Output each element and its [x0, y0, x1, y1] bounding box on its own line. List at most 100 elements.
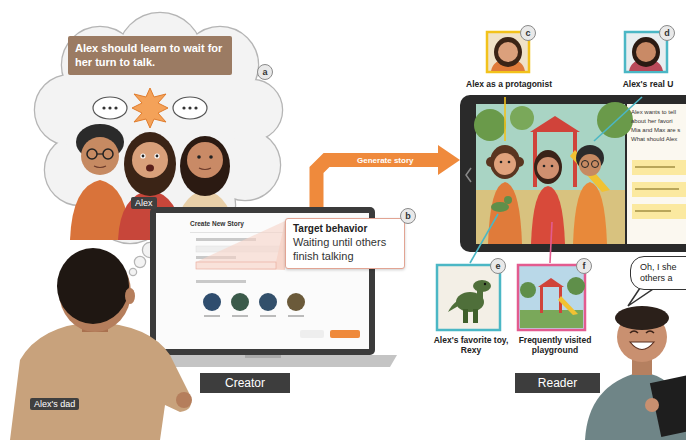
portrait-toy: [437, 265, 500, 330]
tablet: [635, 166, 675, 168]
talking-bubbles: [93, 97, 127, 119]
node-text: What should Alex: [631, 135, 680, 144]
story-picture: [582, 161, 589, 168]
story-picture: [500, 161, 503, 164]
callout-number: e: [491, 259, 505, 273]
callout-badge: c: [520, 25, 536, 41]
role-label: Reader: [515, 373, 600, 393]
talking-bubbles: [108, 106, 111, 109]
dad-creator: [176, 392, 192, 408]
dad-reader: [630, 331, 638, 333]
story-picture: [534, 150, 562, 184]
node-text: Alex should learn to wait for her turn t…: [75, 41, 225, 70]
talking-bubbles: [182, 106, 185, 109]
thought-cloud: [135, 257, 145, 267]
portrait-playground: [538, 278, 564, 287]
portrait-playground: [518, 265, 585, 330]
portrait-toy: [473, 309, 478, 323]
generate-arrow: [317, 160, 445, 207]
kid-boy: [87, 149, 97, 159]
node-text: Reader: [515, 376, 600, 390]
laptop: [245, 355, 281, 358]
story-form: [232, 315, 248, 317]
portrait-real: [636, 42, 656, 62]
talking-bubbles: [93, 88, 207, 128]
story-form: [288, 315, 304, 317]
portrait-playground: [520, 282, 536, 298]
portrait-playground: [540, 287, 543, 313]
callout-badge: d: [659, 25, 675, 41]
node-text: Waiting until others finish talking: [293, 236, 397, 264]
name-tag: Alex: [131, 197, 157, 209]
portrait-real: [632, 37, 660, 67]
kid-girl: [187, 142, 223, 178]
tablet: [632, 160, 686, 175]
callout-number: a: [258, 65, 272, 79]
story-form: [260, 315, 276, 317]
node-text: Mia and Max are s: [631, 126, 680, 135]
kid-alex: [140, 153, 145, 158]
target-behavior-box: Target behaviorWaiting until others fini…: [285, 218, 405, 269]
talking-bubbles: [114, 106, 117, 109]
leader-lines: [470, 97, 642, 263]
kid-boy: [97, 153, 103, 154]
node-text: Create New Story: [190, 220, 244, 227]
kid-boy: [94, 166, 106, 168]
kid-girl: [180, 136, 230, 196]
callout-number: c: [521, 26, 535, 40]
callout-badge: e: [490, 258, 506, 274]
tablet: Alex wants to tellabout her favoriMia an…: [460, 95, 686, 252]
kid-alex: [132, 142, 168, 178]
story-picture: [494, 153, 516, 175]
tablet: [632, 204, 686, 219]
text-group: Alex wants to tellabout her favoriMia an…: [631, 108, 680, 144]
dad-creator: [125, 288, 135, 304]
story-picture: [530, 116, 580, 132]
story-picture: [579, 154, 601, 176]
talking-bubbles: [173, 97, 207, 119]
speech-bubble: Oh, I she others a: [630, 256, 686, 290]
dad-creator: [57, 248, 129, 324]
kid-girl: [209, 155, 213, 159]
node-text: Alex: [135, 198, 153, 208]
text-group: Create New Story: [190, 220, 244, 227]
node-text: Alex's dad: [34, 399, 75, 409]
story-form: [196, 221, 285, 270]
laptop: [128, 207, 397, 367]
thought-cloud: [130, 269, 136, 275]
kid-alex: [154, 153, 159, 158]
kid-alex: [142, 155, 145, 158]
callout-number: b: [401, 209, 415, 223]
portrait-protagonist: [498, 42, 518, 62]
role-label: Creator: [200, 373, 290, 393]
callout-number: f: [577, 259, 591, 273]
story-form: [259, 293, 277, 311]
speech-box: Alex should learn to wait for her turn t…: [68, 36, 232, 75]
node-text: Oh, I she others a: [640, 262, 686, 284]
node-text: Target behavior: [293, 223, 397, 234]
dad-reader: [645, 398, 659, 412]
callout-badge: f: [576, 258, 592, 274]
node-text: Creator: [200, 376, 290, 390]
thought-cloud: [135, 257, 145, 267]
story-form: [203, 293, 221, 311]
portrait-protagonist: [494, 37, 522, 67]
story-picture: [551, 165, 554, 168]
talking-bubbles: [132, 88, 168, 128]
dad-reader: [628, 288, 653, 306]
story-form: [196, 262, 276, 269]
leader-lines: [470, 214, 498, 263]
edge-label: Generate story: [354, 155, 416, 166]
talking-bubbles: [194, 106, 197, 109]
leader-lines: [504, 97, 506, 141]
connector-path: [317, 160, 445, 207]
name-tag: Alex's dad: [30, 398, 79, 410]
story-picture: [508, 161, 511, 164]
story-picture: [531, 186, 565, 244]
thought-cloud: [130, 269, 136, 275]
kid-girl: [197, 155, 201, 159]
dad-reader: [646, 331, 654, 333]
story-picture: [488, 182, 522, 244]
caption-label: Alex's real U: [612, 79, 684, 89]
story-picture: [504, 196, 512, 204]
